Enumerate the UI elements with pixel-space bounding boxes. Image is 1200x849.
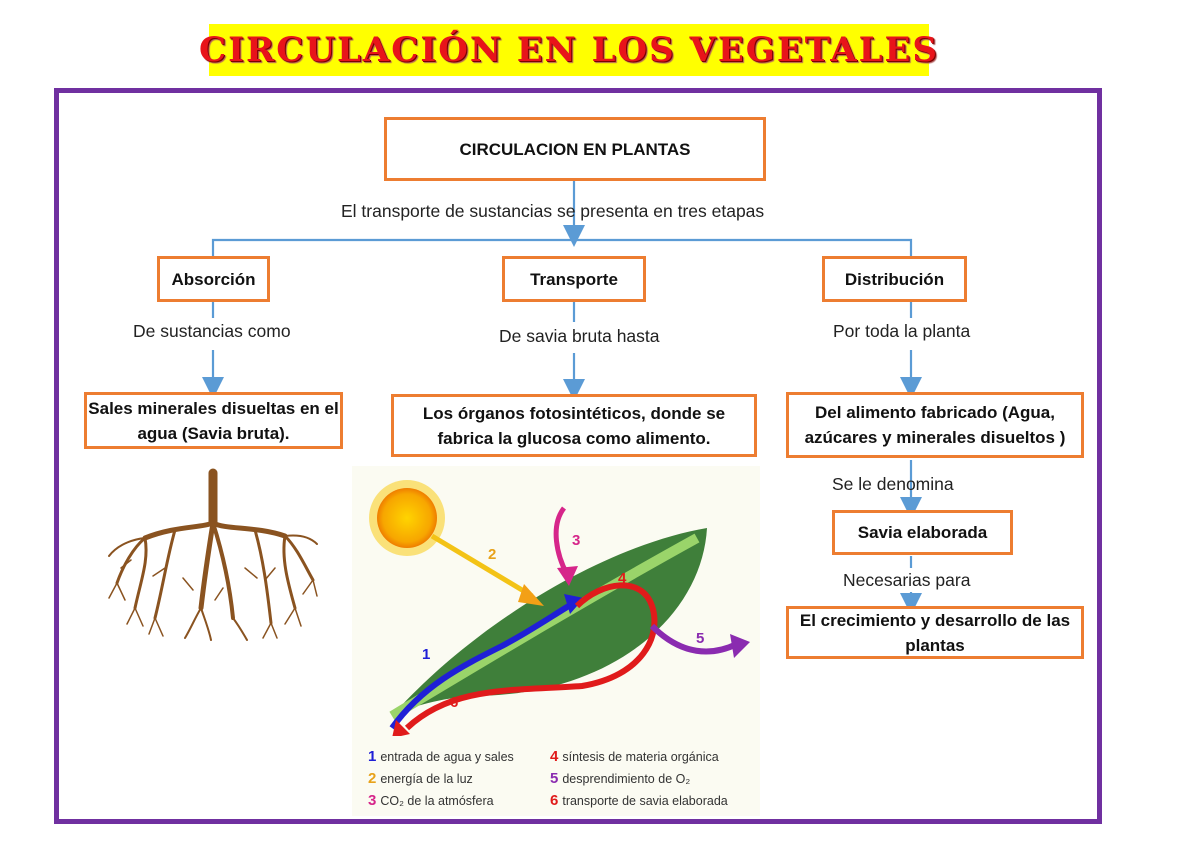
root-label: CIRCULACION EN PLANTAS xyxy=(459,139,691,159)
chain-box-text: Savia elaborada xyxy=(857,523,988,542)
arrow-number: 2 xyxy=(488,546,497,563)
photosynthesis-illustration xyxy=(369,480,750,736)
detail-box-distribucion: Del alimento fabricado (Agua, azúcares y… xyxy=(786,392,1084,458)
legend-text: transporte de savia elaborada xyxy=(562,794,728,808)
legend-number: 4 xyxy=(550,748,559,765)
legend-text: CO₂ de la atmósfera xyxy=(380,794,494,808)
diagram-frame xyxy=(54,88,1102,824)
crecimiento-box: El crecimiento y desarrollo de las plant… xyxy=(786,606,1084,659)
legend-number: 2 xyxy=(368,770,377,787)
branch-caption: Por toda la planta xyxy=(833,321,971,341)
chain-caption: Se le denomina xyxy=(832,474,954,494)
detail-text: Sales minerales disueltas en el agua (Sa… xyxy=(88,398,339,443)
root-caption: El transporte de sustancias se presenta … xyxy=(341,201,765,221)
detail-text: Los órganos fotosintéticos, donde se fab… xyxy=(422,403,726,448)
sun-icon xyxy=(369,480,445,556)
legend-text: energía de la luz xyxy=(380,772,473,786)
chain-caption: Necesarias para xyxy=(843,570,971,590)
legend-number: 1 xyxy=(368,748,377,765)
arrow-number: 4 xyxy=(618,570,627,587)
branch-box-transporte: Transporte xyxy=(502,256,646,302)
legend-number: 3 xyxy=(368,792,377,809)
root-box: CIRCULACION EN PLANTAS xyxy=(384,117,766,181)
arrow-number: 5 xyxy=(696,630,705,647)
branch-label: Transporte xyxy=(530,269,618,289)
branch-caption: De savia bruta hasta xyxy=(499,326,660,346)
arrow-number: 6 xyxy=(450,694,459,711)
legend-text: entrada de agua y sales xyxy=(380,750,514,764)
branch-label: Absorción xyxy=(171,269,256,289)
arrow-number: 3 xyxy=(572,532,581,549)
branch-caption: De sustancias como xyxy=(133,321,291,341)
detail-box-transporte: Los órganos fotosintéticos, donde se fab… xyxy=(391,394,757,457)
page-title: CIRCULACIÓN EN LOS VEGETALES xyxy=(199,24,937,76)
roots-illustration xyxy=(108,468,318,641)
legend-number: 5 xyxy=(550,770,559,787)
arrow-number: 1 xyxy=(422,646,431,663)
branch-label: Distribución xyxy=(844,269,945,289)
detail-text: Del alimento fabricado (Agua, azúcares y… xyxy=(804,403,1066,447)
branch-box-distribucion: Distribución xyxy=(822,256,967,302)
chain-box-text: El crecimiento y desarrollo de las plant… xyxy=(799,610,1071,655)
legend-text: síntesis de materia orgánica xyxy=(562,750,719,764)
savia-elaborada-box: Savia elaborada xyxy=(832,510,1013,555)
legend-text: desprendimiento de O₂ xyxy=(562,772,691,786)
branch-box-absorcion: Absorción xyxy=(157,256,270,302)
legend-number: 6 xyxy=(550,792,559,809)
detail-box-absorcion: Sales minerales disueltas en el agua (Sa… xyxy=(84,392,343,449)
